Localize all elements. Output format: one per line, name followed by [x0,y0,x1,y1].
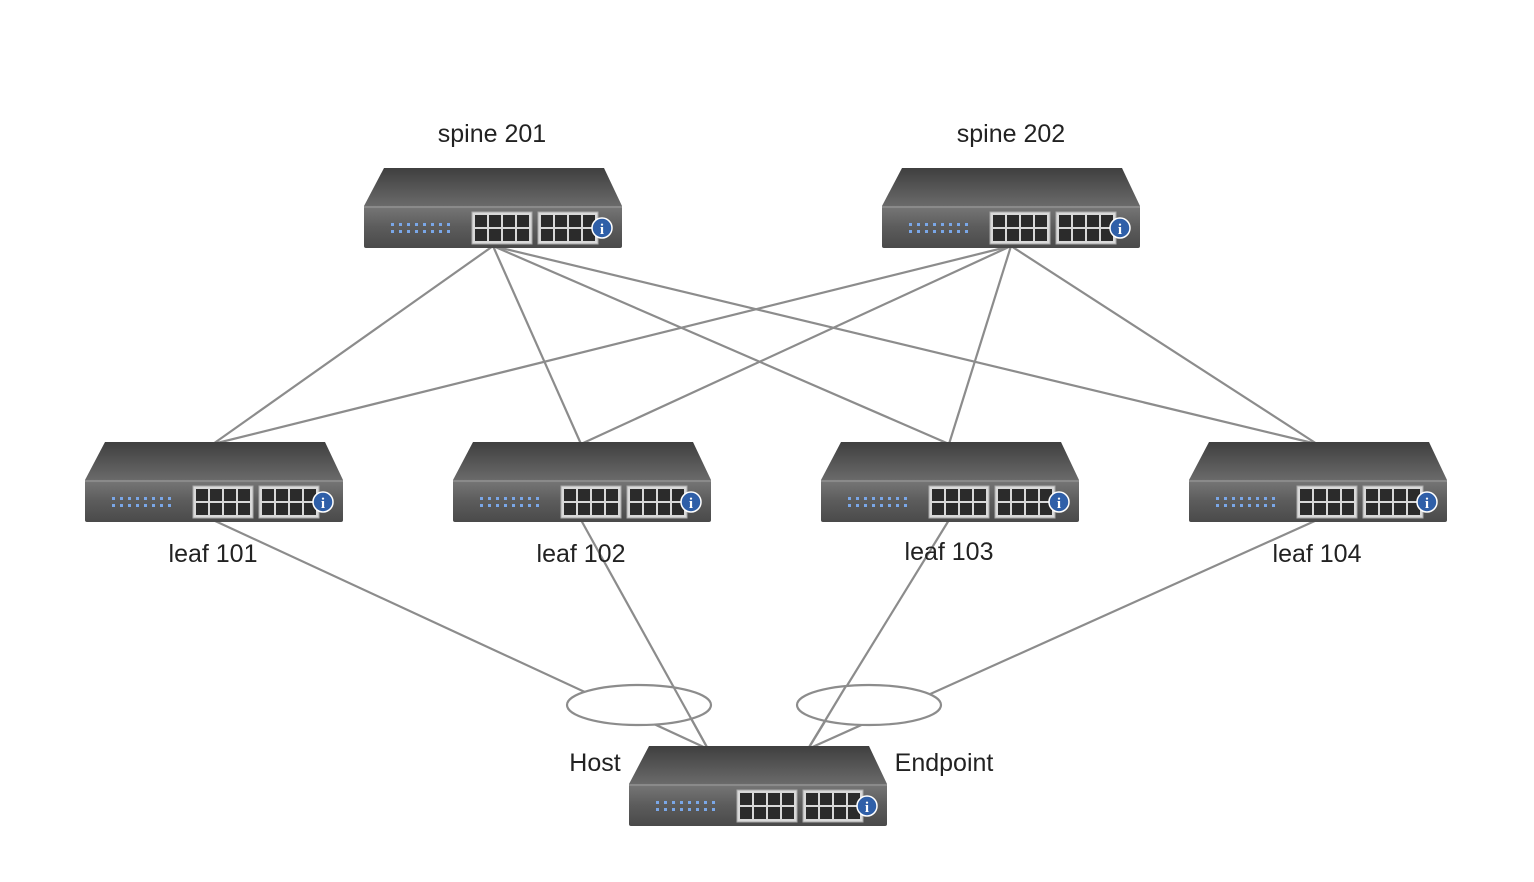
links-layer [212,244,1318,751]
host-label: Host [569,749,621,777]
link-spine202-leaf104 [1010,245,1318,445]
bundle-left-ring [565,683,713,727]
spine201-switch-icon[interactable] [363,167,623,249]
spine-202-label: spine 202 [956,120,1066,148]
spine202-switch-icon[interactable] [881,167,1141,249]
leaf102-switch-icon[interactable] [452,441,712,523]
link-spine201-leaf101 [212,245,494,445]
bundle-link-segment-1 [672,685,709,750]
leaf-103-label: leaf 103 [904,538,994,566]
link-spine201-leaf104 [492,244,1318,446]
bundle-link-segment-2 [807,685,847,750]
bundles-layer [565,683,943,750]
link-spine201-leaf103 [492,244,950,446]
spine-201-label: spine 201 [437,120,547,148]
leaf104-switch-icon[interactable] [1188,441,1448,523]
bundle-right-ring [795,683,943,727]
host-switch-icon[interactable] [628,745,888,827]
link-spine201-leaf102 [491,245,583,445]
leaf101-switch-icon[interactable] [84,441,344,523]
nodes-layer [84,167,1448,827]
leaf-101-label: leaf 101 [168,540,258,568]
link-spine202-leaf103 [947,245,1013,445]
leaf-104-label: leaf 104 [1272,540,1362,568]
link-spine202-leaf102 [580,245,1012,445]
link-spine202-leaf101 [212,244,1012,446]
endpoint-label: Endpoint [894,749,994,777]
leaf103-switch-icon[interactable] [820,441,1080,523]
leaf-102-label: leaf 102 [536,540,626,568]
